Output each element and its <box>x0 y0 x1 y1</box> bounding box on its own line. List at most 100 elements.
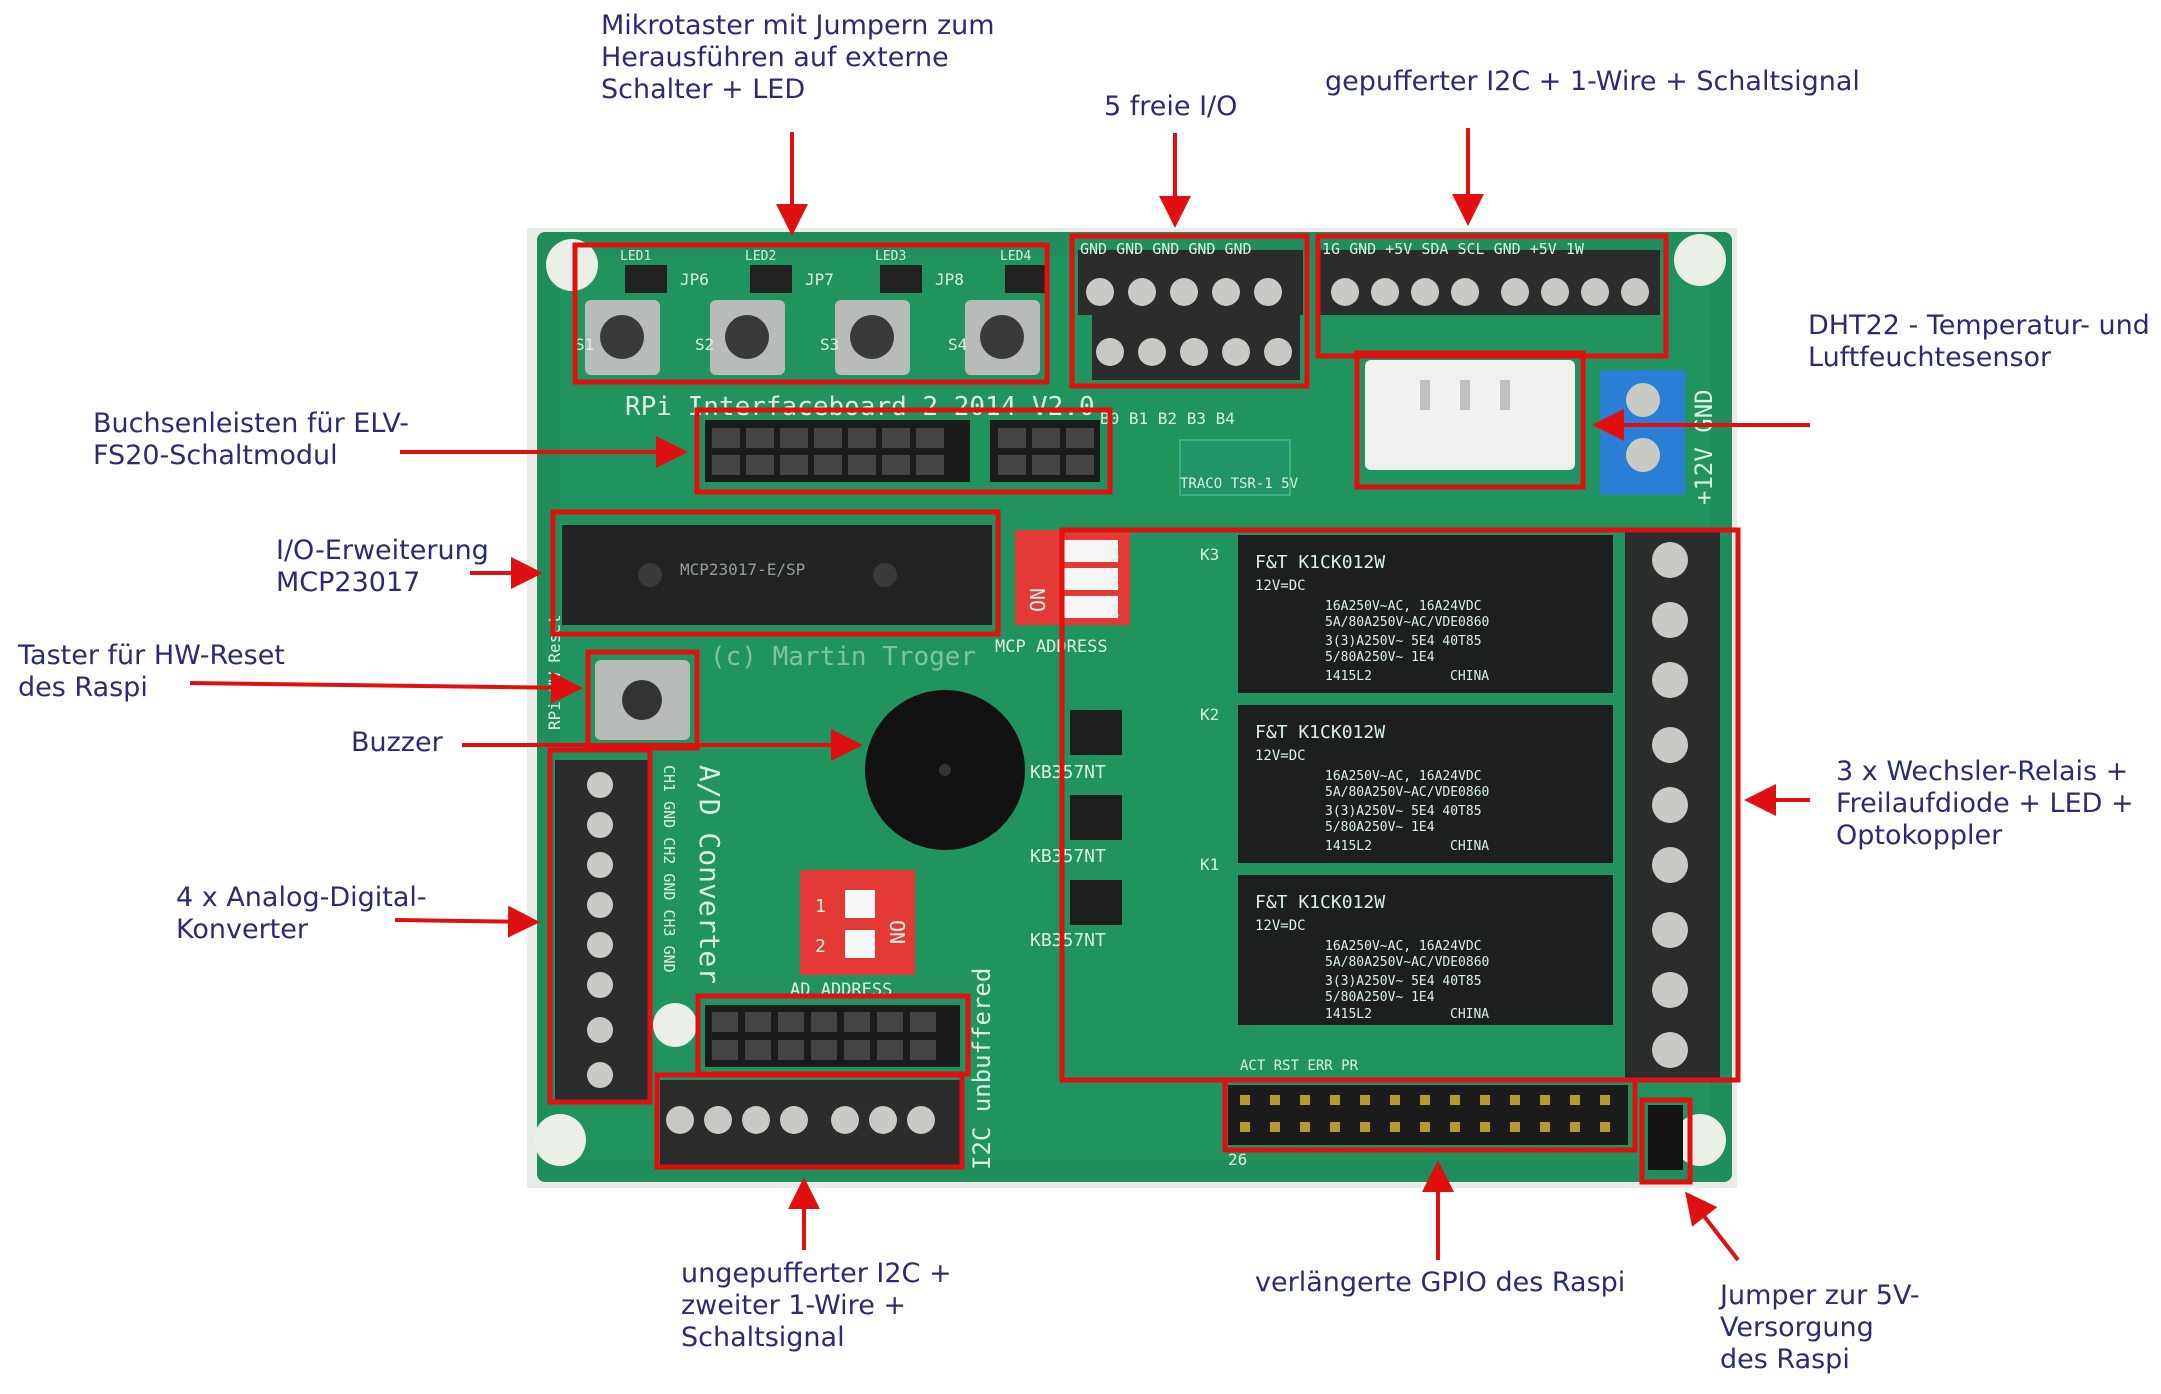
label-unbuffered: ungepufferter I2C + zweiter 1-Wire + Sch… <box>681 1258 952 1353</box>
label-adc: 4 x Analog-Digital- Konverter <box>176 882 427 945</box>
led-label-4: LED4 <box>1000 249 1031 264</box>
arrow-reset <box>189 671 583 704</box>
highlight-pushbuttons <box>572 242 1050 385</box>
buffered-i2c-terminals: 1G GND +5V SDA SCL GND +5V 1W <box>1320 240 1660 315</box>
optocoupler-label-3: KB357NT <box>1030 930 1106 951</box>
relay-k2-label: K2 <box>1200 705 1219 724</box>
jumper-3 <box>880 265 922 293</box>
button-label-s4: S4 <box>948 335 967 354</box>
relay-1: F&T K1CK012W 12V=DC 16A250V~AC, 16A24VDC… <box>1238 535 1613 693</box>
power-terminal: +12V GND <box>1600 370 1718 505</box>
highlight-buffered-i2c <box>1315 233 1669 359</box>
dip-number-2: 2 <box>1110 573 1120 592</box>
standoff-mid-left <box>653 1003 697 1047</box>
label-buffered-i2c: gepufferter I2C + 1-Wire + Schaltsignal <box>1325 66 1860 97</box>
dht22-sensor <box>1365 360 1575 470</box>
standoff-top-left <box>546 239 598 291</box>
relay-2-spec: 12V=DC <box>1255 748 1306 764</box>
jumper-label-jp7: JP7 <box>805 270 834 289</box>
led-label-3: LED3 <box>875 249 906 264</box>
dip-switch-adc: ON 1 2 AD ADDRESS <box>790 870 915 1000</box>
highlight-jumper <box>1639 1097 1693 1185</box>
buzzer-hole <box>939 764 951 776</box>
board-author: (c) Martin Troger <box>710 642 976 672</box>
unbuffered-terminals: I2C unbuffered <box>660 968 996 1170</box>
label-relays: 3 x Wechsler-Relais + Freilaufdiode + LE… <box>1836 756 2134 851</box>
gpio-header: 26 <box>1228 1085 1628 1169</box>
relay-2-date: 1415L2 <box>1325 839 1372 854</box>
relay-1-date: 1415L2 <box>1325 669 1372 684</box>
gpio-pin-label: 26 <box>1228 1150 1247 1169</box>
highlight-adc <box>547 747 653 1105</box>
relay-1-rating-2: 5A/80A250V~AC/VDE0860 <box>1325 615 1489 630</box>
relay-2-origin: CHINA <box>1450 839 1489 854</box>
pushbutton-2 <box>710 300 785 375</box>
relay-3-brand: F&T K1CK012W <box>1255 892 1385 913</box>
pushbutton-3 <box>835 300 910 375</box>
power-jumper <box>1648 1105 1683 1170</box>
optocoupler-label-1: KB357NT <box>1030 762 1106 783</box>
jumper-label-jp8: JP8 <box>935 270 964 289</box>
highlight-dht22 <box>1354 350 1586 490</box>
free-io-pin-label: B0 B1 B2 B3 B4 <box>1100 409 1235 428</box>
arrow-adc <box>394 905 540 938</box>
pushbutton-4 <box>965 300 1040 375</box>
relay-2-rating-3: 3(3)A250V~ 5E4 40T85 <box>1325 804 1482 819</box>
relay-2-rating-2: 5A/80A250V~AC/VDE0860 <box>1325 785 1489 800</box>
relay-1-rating-1: 16A250V~AC, 16A24VDC <box>1325 599 1482 614</box>
label-reset: Taster für HW-Reset des Raspi <box>18 640 285 703</box>
label-dht22: DHT22 - Temperatur- und Luftfeuchtesenso… <box>1808 310 2150 373</box>
highlight-free-io <box>1069 233 1310 389</box>
dip-number-3: 3 <box>1110 545 1120 564</box>
relay-k3-label: K3 <box>1200 545 1219 564</box>
arrows <box>189 128 1810 1262</box>
relay-1-origin: CHINA <box>1450 669 1489 684</box>
free-io-terminals: GND GND GND GND GND B0 B1 B2 B3 B4 <box>1078 240 1303 428</box>
relay-1-brand: F&T K1CK012W <box>1255 552 1385 573</box>
label-fs20: Buchsenleisten für ELV- FS20-Schaltmodul <box>93 408 410 471</box>
relay-2-rating-4: 5/80A250V~ 1E4 <box>1325 820 1435 835</box>
unbuffered-socket <box>705 1005 960 1067</box>
board-title: RPi Interfaceboard 2 2014 V2.0 <box>625 392 1095 422</box>
button-label-s1: S1 <box>575 335 594 354</box>
relay-k1-label: K1 <box>1200 855 1219 874</box>
jumper-4 <box>1005 265 1047 293</box>
highlight-boxes <box>547 233 1741 1185</box>
label-mcp23017: I/O-Erweiterung MCP23017 <box>276 535 489 598</box>
fs20-sockets <box>705 420 1100 482</box>
dip-switch-address: ON 1 2 3 MCP ADDRESS <box>995 530 1130 657</box>
led-label-2: LED2 <box>745 249 776 264</box>
mcp-address-label: MCP ADDRESS <box>995 637 1108 657</box>
relay-1-rating-4: 5/80A250V~ 1E4 <box>1325 650 1435 665</box>
i2c-unbuffered-label: I2C unbuffered <box>968 968 996 1170</box>
dip-adc-number-2: 2 <box>815 936 826 957</box>
button-label-s2: S2 <box>695 335 714 354</box>
label-buzzer: Buzzer <box>351 727 443 758</box>
dip-adc-number-1: 1 <box>815 896 826 917</box>
jumper-label-jp6: JP6 <box>680 270 709 289</box>
highlight-gpio <box>1222 1077 1638 1153</box>
led-label-1: LED1 <box>620 249 651 264</box>
pushbutton-1 <box>585 300 660 375</box>
power-label: +12V GND <box>1690 389 1718 505</box>
mcp23017-chip: MCP23017-E/SP <box>562 525 992 625</box>
adc-terminals: A/D Converter CH1 GND CH2 GND CH3 GND <box>555 760 726 1100</box>
relay-3: F&T K1CK012W 12V=DC 16A250V~AC, 16A24VDC… <box>1238 875 1613 1025</box>
optocoupler-label-2: KB357NT <box>1030 846 1106 867</box>
relay-3-rating-1: 16A250V~AC, 16A24VDC <box>1325 939 1482 954</box>
buffered-i2c-pin-label: 1G GND +5V SDA SCL GND +5V 1W <box>1322 240 1585 258</box>
relay-3-spec: 12V=DC <box>1255 918 1306 934</box>
adc-title-label: A/D Converter <box>693 765 726 984</box>
chip-label: MCP23017-E/SP <box>680 560 805 579</box>
standoff-bottom-left <box>534 1114 586 1166</box>
relay-3-rating-4: 5/80A250V~ 1E4 <box>1325 990 1435 1005</box>
optocouplers <box>1070 710 1122 925</box>
dip-on-label: ON <box>1026 588 1050 612</box>
relay-1-rating-3: 3(3)A250V~ 5E4 40T85 <box>1325 634 1482 649</box>
dc-dc-converter: TRACO TSR-1 5V <box>1179 439 1299 496</box>
dip-adc-on-label: ON <box>885 920 909 944</box>
relay-3-rating-2: 5A/80A250V~AC/VDE0860 <box>1325 955 1489 970</box>
label-gpio: verlängerte GPIO des Raspi <box>1255 1267 1626 1298</box>
jumper-1 <box>625 265 667 293</box>
